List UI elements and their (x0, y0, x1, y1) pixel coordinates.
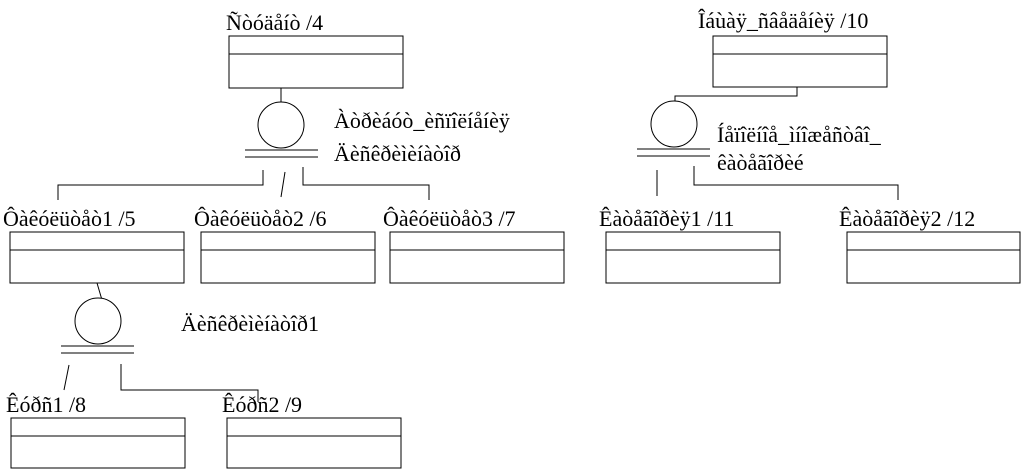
entity-category2-label: Êàòåãîðèÿ2 /12 (839, 206, 975, 231)
generalization-attribute-label: Àòðèáóò_èñïîëíåíèÿ (334, 108, 510, 133)
generalization-incomplete-label: Íåïîëíîå_ìíîæåñòâî_ (717, 122, 882, 147)
generalization-faculty1: Äèñêðèìèíàòîð1 (61, 282, 319, 354)
connectors-faculties (57, 167, 430, 200)
entity-faculty2-label: Ôàêóëüòåò2 /6 (194, 206, 327, 231)
entity-course2-box (226, 417, 402, 469)
connectors-courses (63, 364, 259, 402)
generalization-circle (650, 100, 698, 148)
generalization-discriminator-label: Äèñêðèìèíàòîð (334, 141, 461, 166)
entity-course1-box (10, 417, 186, 469)
entity-general-info[interactable]: Îáùàÿ_ñâåäåíèÿ /10 (698, 8, 888, 88)
entity-category1-label: Êàòåãîðèÿ1 /11 (599, 206, 734, 231)
entity-category1[interactable]: Êàòåãîðèÿ1 /11 (599, 206, 781, 284)
entity-general-info-box (712, 35, 888, 88)
generalization-incomplete-label-cont: êàòåãîðèé (717, 150, 804, 175)
entity-category2[interactable]: Êàòåãîðèÿ2 /12 (839, 206, 1021, 284)
entity-category2-box (846, 231, 1021, 284)
entity-course2-label: Êóðñ2 /9 (222, 392, 302, 417)
entity-course1[interactable]: Êóðñ1 /8 (6, 392, 186, 469)
generalization-circle (257, 101, 305, 149)
entity-category1-box (605, 231, 781, 284)
entity-faculty1-box (9, 231, 185, 284)
entity-faculty1[interactable]: Ôàêóëüòåò1 /5 (3, 206, 185, 284)
generalization-students: Àòðèáóò_èñïîëíåíèÿ Äèñêðèìèíàòîð (245, 88, 510, 166)
entity-students-label: Ñòóäåíò /4 (226, 10, 323, 35)
entity-faculty3[interactable]: Ôàêóëüòåò3 /7 (383, 206, 565, 284)
entity-students[interactable]: Ñòóäåíò /4 (226, 10, 404, 89)
connectors-categories (656, 166, 899, 200)
entity-faculty3-box (389, 231, 565, 284)
entity-general-info-label: Îáùàÿ_ñâåäåíèÿ /10 (698, 8, 868, 33)
entity-course2[interactable]: Êóðñ2 /9 (222, 392, 402, 469)
entity-faculty1-label: Ôàêóëüòåò1 /5 (3, 206, 136, 231)
generalization-discriminator1-label: Äèñêðèìèíàòîð1 (181, 311, 319, 336)
entity-faculty2[interactable]: Ôàêóëüòåò2 /6 (194, 206, 376, 284)
entity-faculty2-box (200, 231, 376, 284)
entity-course1-label: Êóðñ1 /8 (6, 392, 86, 417)
generalization-circle (74, 297, 122, 345)
entity-faculty3-label: Ôàêóëüòåò3 /7 (383, 206, 516, 231)
generalization-general-info: Íåïîëíîå_ìíîæåñòâî_ êàòåãîðèé (637, 87, 882, 175)
entity-students-box (228, 35, 404, 89)
